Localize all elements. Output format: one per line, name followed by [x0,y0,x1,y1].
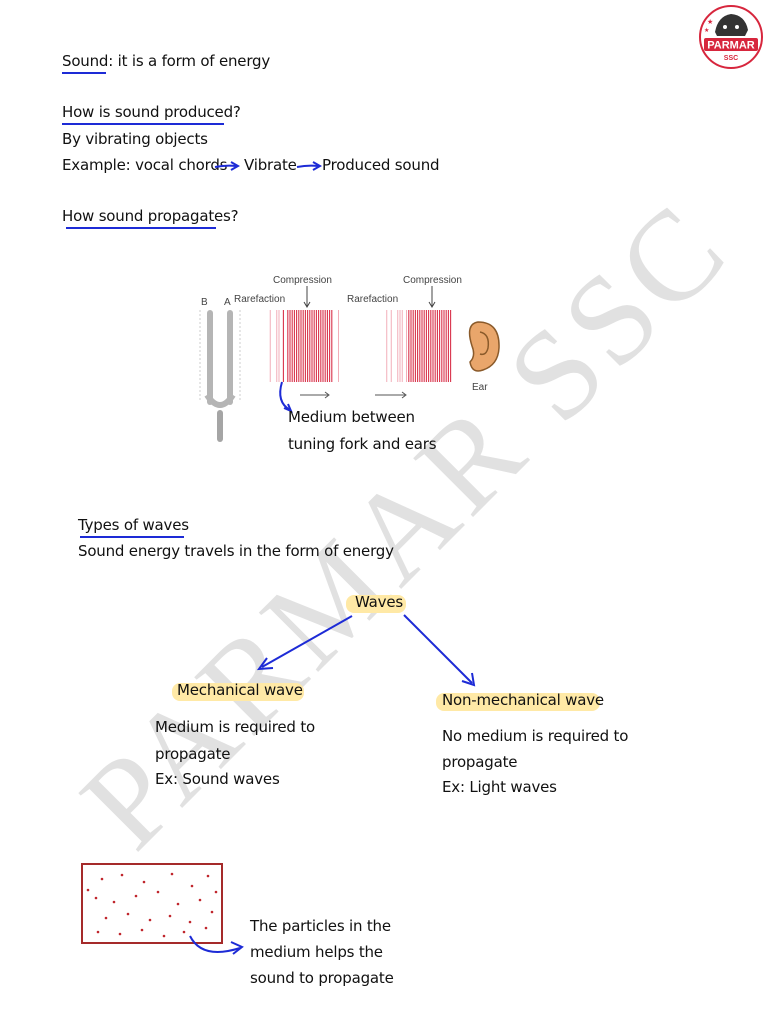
particles-line2: medium helps the [250,943,383,961]
mechanical-example: Ex: Sound waves [155,770,280,788]
curved-arrow-icon [186,932,250,962]
mechanical-line1: Medium is required to [155,718,315,736]
arrow-to-non-mechanical-icon [404,615,474,685]
particles-line1: The particles in the [250,917,391,935]
arrow-to-mechanical-icon [259,616,352,669]
mechanical-title: Mechanical wave [177,681,303,699]
non-mechanical-line2: propagate [442,753,517,771]
mechanical-line2: propagate [155,745,230,763]
non-mechanical-example: Ex: Light waves [442,778,557,796]
non-mechanical-line1: No medium is required to [442,727,628,745]
particles-line3: sound to propagate [250,969,394,987]
non-mechanical-title: Non-mechanical wave [442,691,604,709]
